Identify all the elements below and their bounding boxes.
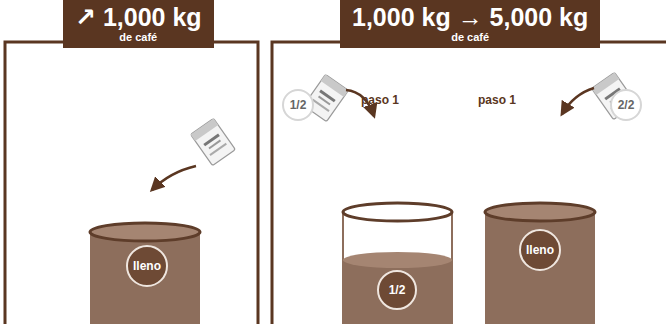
pour-arrow [152, 166, 196, 190]
title-text: 1,000 kg → 5,000 kg [352, 3, 588, 31]
pour-arrow [562, 88, 594, 114]
panel-frame [5, 42, 258, 324]
panel-frame [272, 42, 666, 324]
badge-text: lleno [526, 243, 554, 257]
title-band: ↗ 1,000 kgde café [63, 0, 214, 48]
step-label: paso 1 [478, 93, 516, 107]
step-label: paso 1 [361, 93, 399, 107]
step-circle: 1/2 [282, 89, 314, 121]
coffee-silo [90, 223, 200, 324]
step-circle: 2/2 [610, 89, 642, 121]
step-number: 1/2 [290, 98, 307, 112]
badge-text: lleno [133, 259, 161, 273]
badge-text: 1/2 [389, 283, 406, 297]
subtitle-text: de café [352, 31, 588, 44]
title-band: 1,000 kg → 5,000 kgde café [340, 0, 600, 48]
coffee-silo [343, 203, 452, 324]
fill-badge: 1/2 [377, 270, 417, 310]
title-text: ↗ 1,000 kg [75, 3, 202, 31]
coffee-silo [485, 203, 595, 324]
subtitle-text: de café [75, 31, 202, 44]
fill-badge: lleno [126, 245, 168, 287]
fill-badge: lleno [519, 229, 561, 271]
step-number: 2/2 [618, 98, 635, 112]
coffee-bag [191, 118, 236, 165]
